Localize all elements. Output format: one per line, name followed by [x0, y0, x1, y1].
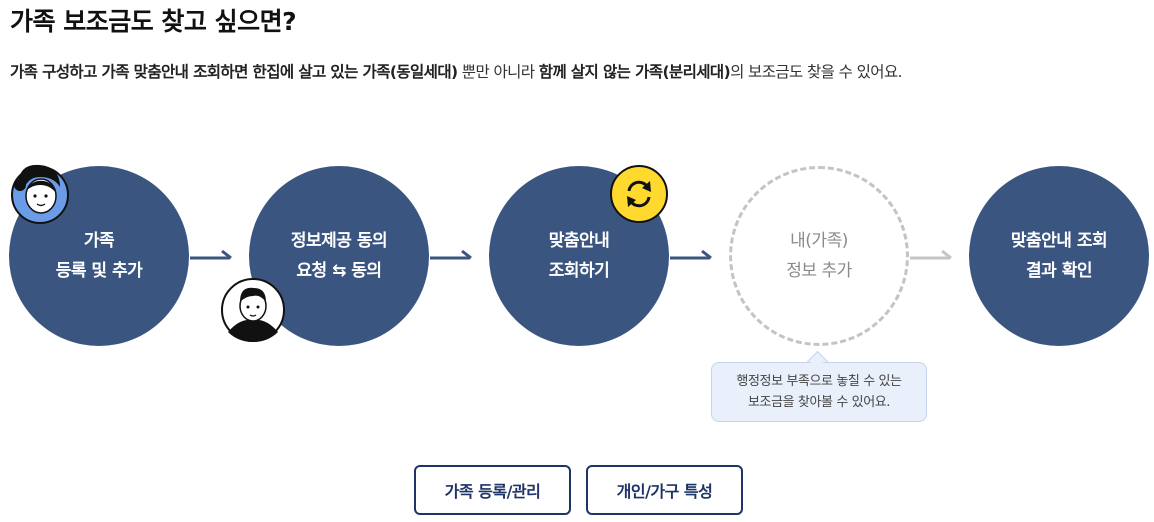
male-avatar-icon	[221, 278, 285, 342]
page-title: 가족 보조금도 찾고 싶으면?	[10, 7, 297, 36]
refresh-icon	[610, 165, 668, 223]
step-1-line1: 가족	[83, 231, 115, 251]
step-4-line1: 내(가족)	[790, 231, 848, 251]
step-5-line1: 맞춤안내 조회	[1010, 231, 1108, 251]
page-description: 가족 구성하고 가족 맞춤안내 조회하면 한집에 살고 있는 가족(동일세대) …	[10, 60, 903, 82]
tooltip-line2: 보조금을 찾아볼 수 있어요.	[747, 395, 891, 410]
step-3-line1: 맞춤안내	[548, 231, 610, 251]
desc-text-4: 의 보조금도 찾을 수 있어요.	[730, 63, 903, 81]
arrow-right-icon	[670, 249, 712, 260]
step-consent-request: 정보제공 동의 요청 ⇆ 동의	[249, 166, 429, 346]
desc-bold-1: 가족 구성하고 가족 맞춤안내 조회하면 한집에 살고 있는 가족(동일세대)	[10, 63, 458, 81]
arrow-right-icon	[430, 249, 472, 260]
arrow-right-icon	[190, 249, 232, 260]
step-3-line2: 조회하기	[548, 261, 610, 281]
arrow-right-icon	[910, 249, 952, 260]
female-avatar-icon	[11, 164, 69, 224]
step-2-line2: 요청 ⇆ 동의	[296, 261, 382, 281]
step-5-line2: 결과 확인	[1026, 261, 1092, 281]
step-2-line1: 정보제공 동의	[290, 231, 388, 251]
tooltip-line1: 행정정보 부족으로 놓칠 수 있는	[736, 374, 902, 389]
step-add-info: 내(가족) 정보 추가	[729, 166, 909, 346]
step-1-line2: 등록 및 추가	[55, 261, 143, 281]
desc-text-2: 뿐만 아니라	[457, 63, 539, 81]
family-manage-button[interactable]: 가족 등록/관리	[414, 465, 571, 515]
tooltip-pointer-mask	[811, 362, 823, 366]
step-4-line2: 정보 추가	[786, 261, 852, 281]
personal-traits-button[interactable]: 개인/가구 특성	[586, 465, 743, 515]
info-tooltip: 행정정보 부족으로 놓칠 수 있는 보조금을 찾아볼 수 있어요.	[711, 362, 927, 422]
step-result-check: 맞춤안내 조회 결과 확인	[969, 166, 1149, 346]
desc-bold-3: 함께 살지 않는 가족(분리세대)	[538, 63, 731, 81]
